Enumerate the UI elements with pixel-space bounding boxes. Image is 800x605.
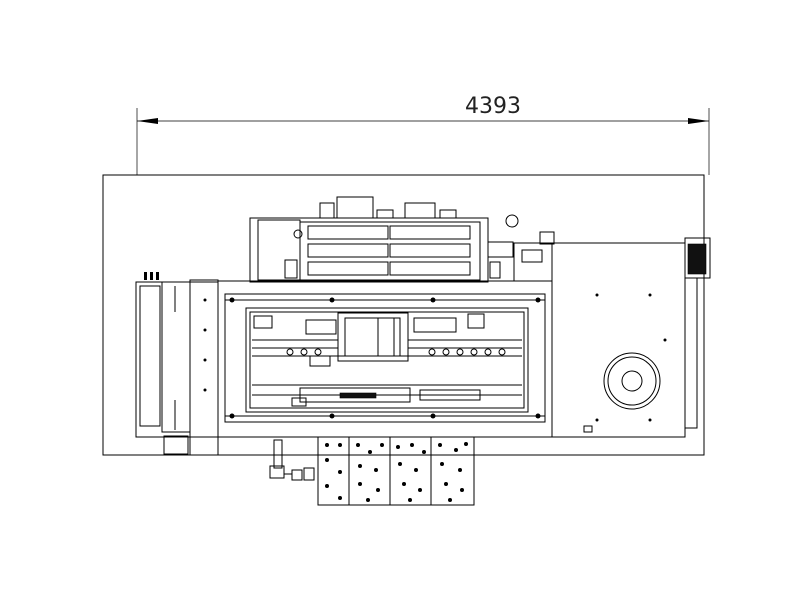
left-feed-unit: [135, 272, 219, 456]
central-mechanism: [252, 312, 522, 407]
outer-envelope: [102, 174, 705, 456]
main-frame: [203, 280, 553, 438]
overall-width-dimension: 4393: [136, 94, 710, 175]
right-cabinet: [551, 237, 711, 438]
rear-unit: [249, 196, 555, 283]
perforated-table: [317, 436, 475, 506]
dimension-value: 4393: [465, 94, 521, 119]
bottom-fittings: [269, 439, 315, 481]
